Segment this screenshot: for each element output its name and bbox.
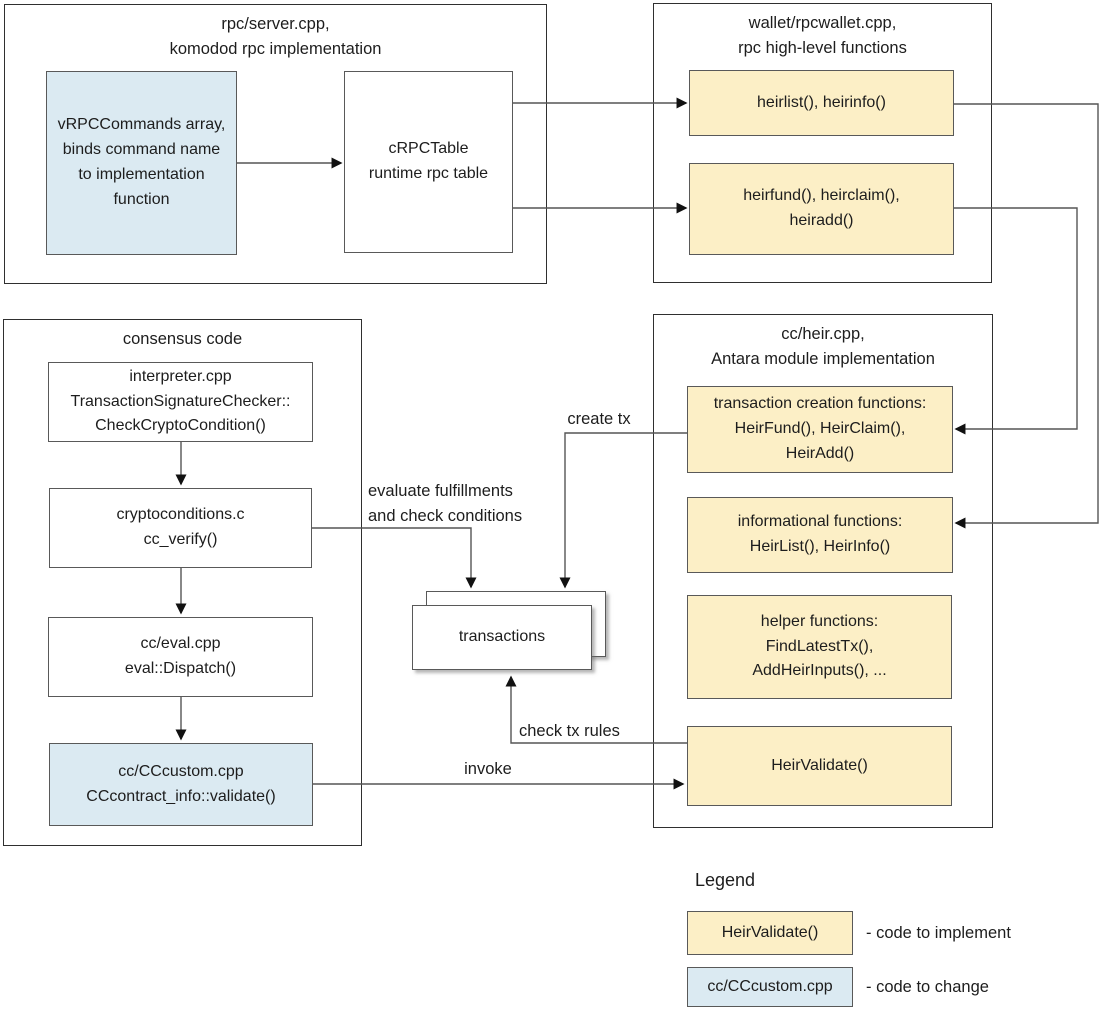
node-informational-functions: informational functions: HeirList(), Hei… xyxy=(687,497,953,573)
group-cc-heir-title: cc/heir.cpp, Antara module implementatio… xyxy=(711,325,935,368)
node-interpreter: interpreter.cpp TransactionSignatureChec… xyxy=(48,362,313,442)
node-transactions: transactions xyxy=(412,605,592,670)
group-consensus-code-title: consensus code xyxy=(122,330,243,348)
node-vrpccommands-array: vRPCCommands array, binds command name t… xyxy=(46,71,237,255)
node-crpctable: cRPCTable runtime rpc table xyxy=(344,71,513,253)
node-heirlist-heirinfo: heirlist(), heirinfo() xyxy=(689,70,954,136)
label-invoke: invoke xyxy=(464,760,512,778)
node-heirfund-heirclaim-heiradd: heirfund(), heirclaim(), heiradd() xyxy=(689,163,954,255)
legend-swatch-implement: HeirValidate() xyxy=(687,911,853,955)
legend-desc-change: - code to change xyxy=(866,977,989,996)
group-wallet-rpcwallet-title: wallet/rpcwallet.cpp, rpc high-level fun… xyxy=(738,14,907,57)
label-create-tx: create tx xyxy=(567,410,631,428)
node-cc-cccustom: cc/CCcustom.cpp CCcontract_info::validat… xyxy=(49,743,313,826)
label-check-tx-rules: check tx rules xyxy=(519,722,620,740)
node-helper-functions: helper functions: FindLatestTx(), AddHei… xyxy=(687,595,952,699)
legend-desc-implement: - code to implement xyxy=(866,923,1011,942)
node-cryptoconditions: cryptoconditions.c cc_verify() xyxy=(49,488,312,568)
node-heirvalidate: HeirValidate() xyxy=(687,726,952,806)
node-cc-eval: cc/eval.cpp eval::Dispatch() xyxy=(48,617,313,697)
label-evaluate-fulfillments: evaluate fulfillments and check conditio… xyxy=(368,482,523,525)
node-transaction-creation-functions: transaction creation functions: HeirFund… xyxy=(687,386,953,473)
legend-swatch-change: cc/CCcustom.cpp xyxy=(687,967,853,1007)
legend-title: Legend xyxy=(695,870,756,890)
group-rpc-server-title: rpc/server.cpp, komodod rpc implementati… xyxy=(169,15,382,58)
